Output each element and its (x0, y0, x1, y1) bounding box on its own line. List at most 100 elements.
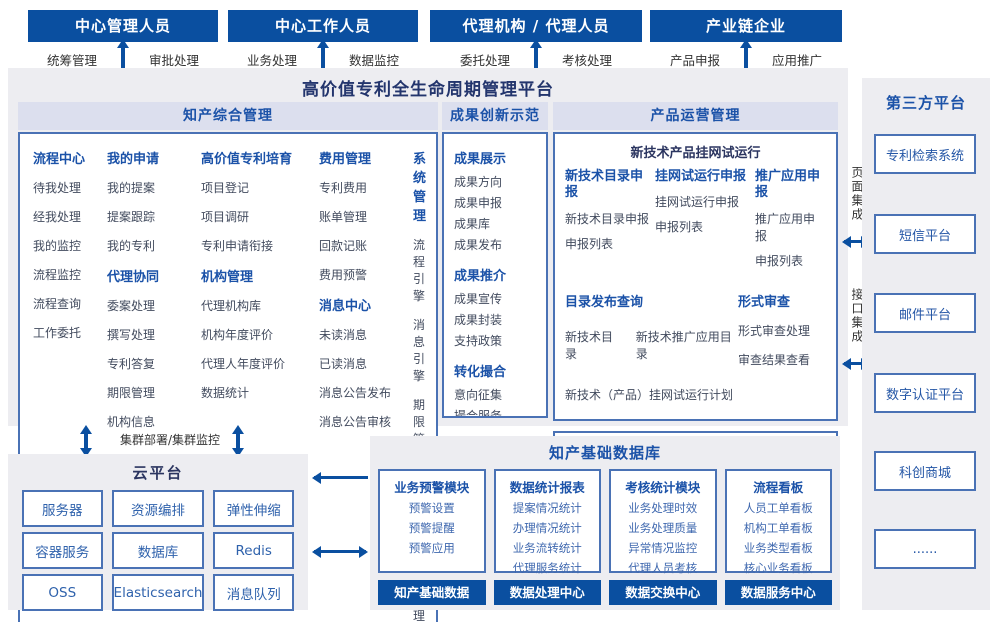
menu-item: 工作委托 (33, 326, 82, 340)
third-party-box: 短信平台 (874, 214, 976, 254)
third-party-box: 专利检索系统 (874, 134, 976, 174)
actor-label: 数据监控 (349, 53, 400, 68)
menu-item: 委案处理 (107, 299, 156, 313)
module-item: 业务处理质量 (628, 521, 698, 535)
menu-item: 成果发布 (454, 238, 503, 252)
ip-database-panel: 知产基础数据库 业务预警模块 预警设置 预警提醒 预警应用 数据统计报表 提案情… (370, 436, 840, 610)
menu-column: 新技术目录申报 新技术目录申报 申报列表 (565, 163, 655, 277)
section-header: 产品运营管理 (553, 102, 838, 130)
menu-item: 流程引擎 (413, 238, 426, 303)
menu-item: 数据统计 (201, 386, 250, 400)
menu-item: 形式审查处理 (738, 323, 811, 338)
menu-item: 项目调研 (201, 210, 250, 224)
group-title: 转化撮合 (454, 365, 507, 380)
module-item: 业务类型看板 (743, 541, 813, 555)
module-item: 异常情况监控 (628, 541, 698, 555)
menu-item: 意向征集 (454, 388, 503, 402)
menu-item: 机构信息 (107, 415, 156, 429)
menu-column: 挂网试运行申报 挂网试运行申报 申报列表 (655, 163, 755, 277)
group-title: 成果推介 (454, 269, 507, 284)
section-content: 成果展示 成果方向 成果申报 成果库 成果发布 成果推介 成果宣传 成果封装 支… (442, 132, 548, 418)
third-party-box: 数字认证平台 (874, 373, 976, 413)
group-title: 机构管理 (201, 270, 254, 285)
menu-item: 待我处理 (33, 181, 82, 195)
actor-label: 应用推广 (772, 53, 823, 68)
group-title: 新技术目录申报 (565, 169, 644, 201)
menu-column: 费用管理 专利费用 账单管理 回款记账 费用预警 消息中心 未读消息 已读消息 … (316, 138, 410, 622)
actor-labels: 统筹管理 审批处理 (28, 50, 218, 69)
menu-item: 已读消息 (319, 357, 368, 371)
group-title: 成果展示 (454, 152, 507, 167)
module-item: 机构工单看板 (743, 521, 813, 535)
menu-item: 项目登记 (201, 181, 250, 195)
cloud-box: 数据库 (111, 532, 205, 569)
data-center-box: 知产基础数据 (378, 580, 486, 605)
actor-label: 考核处理 (562, 53, 613, 68)
actor-label: 审批处理 (149, 53, 200, 68)
api-integration-label: 接口集成 (850, 288, 864, 344)
menu-column: 推广应用申报 推广应用申报 申报列表 (755, 163, 826, 277)
menu-item: 成果封装 (454, 313, 503, 327)
menu-item: 新技术目录 (565, 329, 614, 361)
cloud-box: Redis (213, 532, 294, 569)
third-party-box: ...... (874, 529, 976, 569)
menu-item: 我的提案 (107, 181, 156, 195)
ip-database-title: 知产基础数据库 (548, 444, 661, 462)
platform-title: 高价值专利全生命周期管理平台 (302, 80, 554, 100)
group-title: 挂网试运行申报 (655, 169, 747, 184)
group-title: 消息中心 (319, 299, 372, 314)
group-title: 我的申请 (107, 152, 160, 167)
menu-item: 未读消息 (319, 328, 368, 342)
actor-title: 中心工作人员 (228, 10, 418, 42)
double-arrow-icon (84, 432, 88, 450)
left-arrow-icon (314, 476, 368, 479)
menu-column: 形式审查 形式审查处理 审查结果查看 (738, 281, 826, 415)
actor-label: 业务处理 (246, 53, 297, 68)
third-party-title: 第三方平台 (885, 94, 966, 112)
group-title: 流程中心 (33, 152, 86, 167)
double-arrow-icon (321, 46, 325, 70)
menu-item: 申报列表 (565, 236, 614, 251)
cloud-box: 服务器 (22, 490, 103, 527)
double-arrow-icon (121, 46, 125, 70)
cloud-box: 容器服务 (22, 532, 103, 569)
page-integration-label: 页面集成 (850, 166, 864, 222)
actor-label: 委托处理 (459, 53, 510, 68)
module-item: 人员工单看板 (743, 501, 813, 515)
section-product-operations: 产品运营管理 新技术产品挂网试运行 新技术目录申报 新技术目录申报 申报列表 挂… (553, 102, 838, 548)
actor-labels: 业务处理 数据监控 (228, 50, 418, 69)
menu-item: 成果方向 (454, 175, 503, 189)
module-process-kanban: 流程看板 人员工单看板 机构工单看板 业务类型看板 核心业务看板 (724, 469, 832, 575)
actor-agents: 代理机构 / 代理人员 委托处理 考核处理 (430, 10, 642, 70)
actor-labels: 委托处理 考核处理 (430, 50, 642, 69)
double-arrow-icon (534, 46, 538, 70)
third-party-box: 邮件平台 (874, 293, 976, 333)
menu-item: 机构年度评价 (201, 328, 274, 342)
menu-item: 回款记账 (319, 239, 368, 253)
menu-column: 我的申请 我的提案 提案跟踪 我的专利 代理协同 委案处理 撰写处理 专利答复 … (104, 138, 198, 622)
menu-item: 费用预警 (319, 268, 368, 282)
section-ip-management: 知产综合管理 流程中心 待我处理 经我处理 我的监控 流程监控 流程查询 工作委… (18, 102, 438, 622)
menu-item: 消息引擎 (413, 318, 426, 383)
menu-item: 专利费用 (319, 181, 368, 195)
section-content: 流程中心 待我处理 经我处理 我的监控 流程监控 流程查询 工作委托 我的申请 … (18, 132, 438, 622)
group-title: 费用管理 (319, 152, 372, 167)
menu-item: 申报列表 (655, 220, 704, 235)
subpanel-online-trial: 新技术产品挂网试运行 新技术目录申报 新技术目录申报 申报列表 挂网试运行申报 … (553, 132, 838, 421)
module-item: 核心业务看板 (743, 561, 813, 575)
module-title: 流程看板 (753, 480, 804, 495)
module-item: 业务处理时效 (628, 501, 698, 515)
actor-title: 代理机构 / 代理人员 (430, 10, 642, 42)
module-item: 预警提醒 (408, 521, 455, 535)
actor-label: 产品申报 (669, 53, 720, 68)
double-arrow-icon (236, 432, 240, 450)
menu-item: 成果宣传 (454, 292, 503, 306)
menu-item: 成果库 (454, 217, 491, 231)
module-item: 预警应用 (408, 541, 455, 555)
menu-item: 代理人年度评价 (201, 357, 286, 371)
double-arrow-icon (844, 240, 868, 243)
group-title: 系统管理 (413, 152, 427, 224)
actor-title: 中心管理人员 (28, 10, 218, 42)
cloud-box: 弹性伸缩 (213, 490, 294, 527)
third-party-box: 科创商城 (874, 451, 976, 491)
